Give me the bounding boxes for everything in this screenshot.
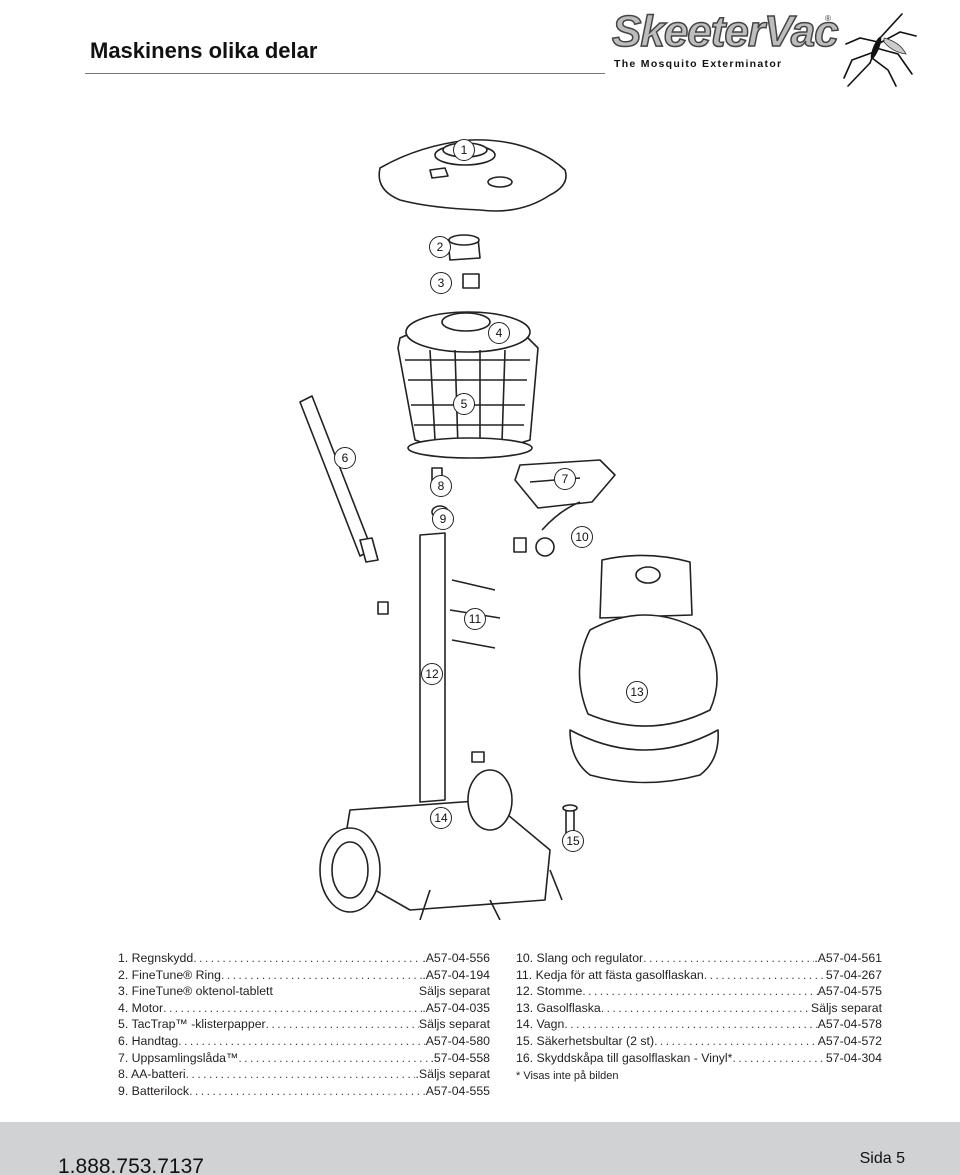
brand-name: SkeeterVac [611,7,839,57]
part-row: 10. Slang och regulator.A57-04-561 [516,950,882,967]
part-row: 15. Säkerhetsbultar (2 st)A57-04-572 [516,1033,882,1050]
safety-bolts [562,804,578,841]
part-row: 13. GasolflaskaSäljs separat [516,1000,882,1017]
callout-15: 15 [562,830,584,852]
finetune-ring [447,234,481,261]
header-rule [85,73,605,74]
part-row: 4. Motor.A57-04-035 [118,1000,490,1017]
part-row: 11. Kedja för att fästa gasolflaskan57-0… [516,967,882,984]
part-row: 16. Skyddskåpa till gasolflaskan - Vinyl… [516,1050,882,1067]
phone-number: 1.888.753.7137 [58,1155,204,1175]
callout-2: 2 [429,236,451,258]
part-row: 7. Uppsamlingslåda™.57-04-558 [118,1050,490,1067]
parts-list-left: 1. Regnskydd.A57-04-556 2. FineTune® Rin… [118,950,490,1099]
part-row: 5. TacTrap™ -klisterpapperSäljs separat [118,1016,490,1033]
callout-10: 10 [571,526,593,548]
parts-list-right: 10. Slang och regulator.A57-04-561 11. K… [516,950,882,1085]
part-row: 8. AA-batteri.Säljs separat [118,1066,490,1083]
callout-3: 3 [430,272,452,294]
callout-5: 5 [453,393,475,415]
callout-11: 11 [464,608,486,630]
hose-regulator [513,501,581,557]
footer-bar [0,1122,960,1175]
part-row: 6. HandtagA57-04-580 [118,1033,490,1050]
brand-logo: SkeeterVac ® The Mosquito Exterminator [611,7,932,88]
callout-8: 8 [430,475,452,497]
handle [299,395,379,563]
part-row: 14. VagnA57-04-578 [516,1016,882,1033]
part-row: 1. Regnskydd.A57-04-556 [118,950,490,967]
callout-13: 13 [626,681,648,703]
brand-tagline: The Mosquito Exterminator [614,58,783,70]
octenol-tablet [462,273,480,289]
propane-tank [569,554,719,784]
page-number: Sida 5 [859,1150,905,1167]
mosquito-icon [843,13,917,87]
footnote: * Visas inte på bilden [516,1070,619,1083]
cart [319,751,563,920]
page-title: Maskinens olika delar [90,38,318,63]
callout-1: 1 [453,139,475,161]
part-row: 12. StommeA57-04-575 [516,983,882,1000]
exploded-diagram [299,139,719,920]
motor-housing [397,311,539,459]
registered-mark: ® [825,14,831,23]
callout-14: 14 [430,807,452,829]
callout-9: 9 [432,508,454,530]
part-row: 9. BatterilockA57-04-555 [118,1083,490,1100]
part-row: 2. FineTune® Ring.A57-04-194 [118,967,490,984]
callout-7: 7 [554,468,576,490]
callout-6: 6 [334,447,356,469]
callout-4: 4 [488,322,510,344]
callout-12: 12 [421,663,443,685]
